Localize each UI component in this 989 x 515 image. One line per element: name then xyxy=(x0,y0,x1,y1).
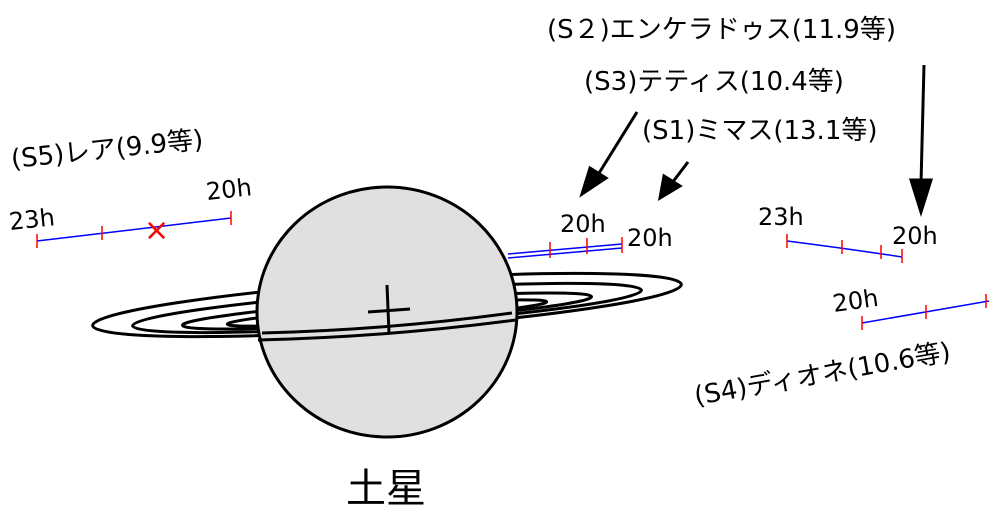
s1-arrow xyxy=(670,161,690,184)
s5-time-23h: 23h xyxy=(8,203,56,236)
s5-label: (S5)レア(9.9等) xyxy=(10,125,205,175)
s4-ticks xyxy=(861,294,987,330)
planet-center-cross xyxy=(367,284,411,334)
s5-position-marker: × xyxy=(144,213,169,248)
rings-front xyxy=(257,311,517,342)
s2-ticks xyxy=(786,234,903,263)
s3-label: (S3)テティス(10.4等) xyxy=(584,67,844,97)
s3-arrowhead xyxy=(579,165,609,198)
s5-orbit-line xyxy=(36,217,232,242)
s3-arrow xyxy=(594,111,639,179)
s1-s3-ticks xyxy=(549,237,623,258)
s4-label: (S4)ディオネ(10.6等) xyxy=(692,337,953,412)
s3-time-20h: 20h xyxy=(560,210,606,238)
s1-arrowhead xyxy=(657,173,683,201)
s1-s3-orbit-lines xyxy=(507,243,623,259)
s2-label: (S２)エンケラドゥス(11.9等) xyxy=(547,15,896,45)
s2-time-20h: 20h xyxy=(892,222,938,250)
s2-orbit-curve xyxy=(786,240,903,258)
s1-label: (S1)ミマス(13.1等) xyxy=(642,116,878,146)
planet-name: 土星 xyxy=(346,466,426,510)
s1-time-20h: 20h xyxy=(627,224,673,252)
s5-ticks xyxy=(36,211,232,248)
ring-front-1 xyxy=(257,318,517,342)
s2-time-23h: 23h xyxy=(758,203,804,231)
s5-time-20h: 20h xyxy=(205,173,253,206)
s2-arrow xyxy=(919,64,926,185)
s2-arrowhead xyxy=(908,178,934,218)
pointer-arrows xyxy=(579,64,934,218)
ring-front-2 xyxy=(261,311,513,335)
s4-time-20h: 20h xyxy=(831,284,880,318)
